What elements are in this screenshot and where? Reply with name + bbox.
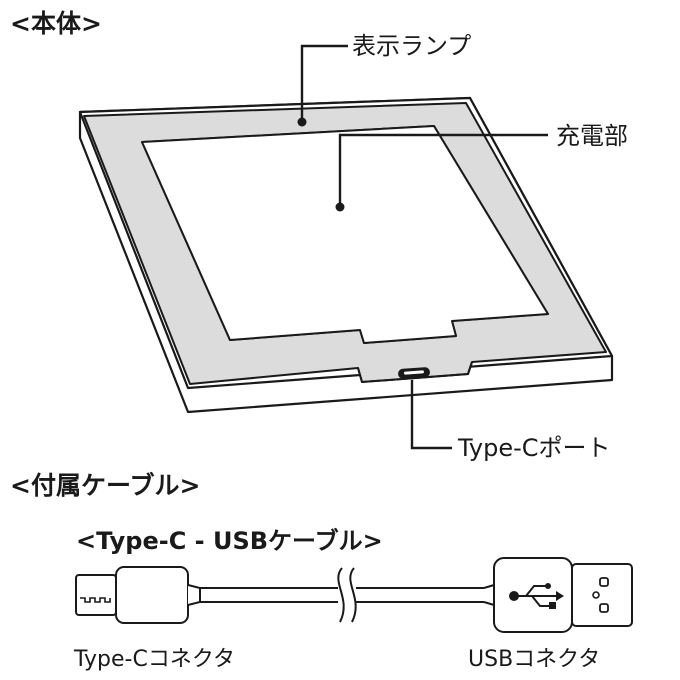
charging-area-label: 充電部 [556,122,628,150]
typec-connector-label: Type-Cコネクタ [73,647,235,672]
callout-charging-area: 充電部 [335,122,628,212]
usb-a-dot-top [592,591,600,599]
accessory-heading: <付属ケーブル> [10,471,200,500]
callout-line [338,133,548,207]
indicator-lamp-label: 表示ランプ [352,32,471,60]
callout-indicator-lamp: 表示ランプ [297,32,471,127]
charging-surface [141,125,549,344]
typec-tip-pins [80,597,111,603]
usb-strain-relief [483,583,495,607]
callout-typec-port: Type-Cポート [410,380,611,462]
callout-line [300,44,348,122]
usb-trident-icon [509,583,564,609]
usb-a-hole-top [599,577,609,587]
callout-line [410,380,452,450]
usb-a-hole-bottom [599,603,609,613]
typec-connector-tip [75,574,117,616]
main-unit-heading: <本体> [10,9,102,38]
usb-connector-label: USBコネクタ [468,647,600,672]
typec-port-label: Type-Cポート [457,434,611,462]
typec-strain-relief [187,584,201,606]
port-notch [357,361,473,384]
charging-pad [78,96,614,414]
cable-break-mark-right [349,567,357,623]
cable-title: <Type-C - USBケーブル> [76,527,383,555]
cable-break-mark-left [337,567,345,623]
typec-connector-housing [115,566,189,624]
typec-port-inner [403,370,424,375]
cable-illustration [75,557,633,633]
usb-a-plug [571,563,633,627]
